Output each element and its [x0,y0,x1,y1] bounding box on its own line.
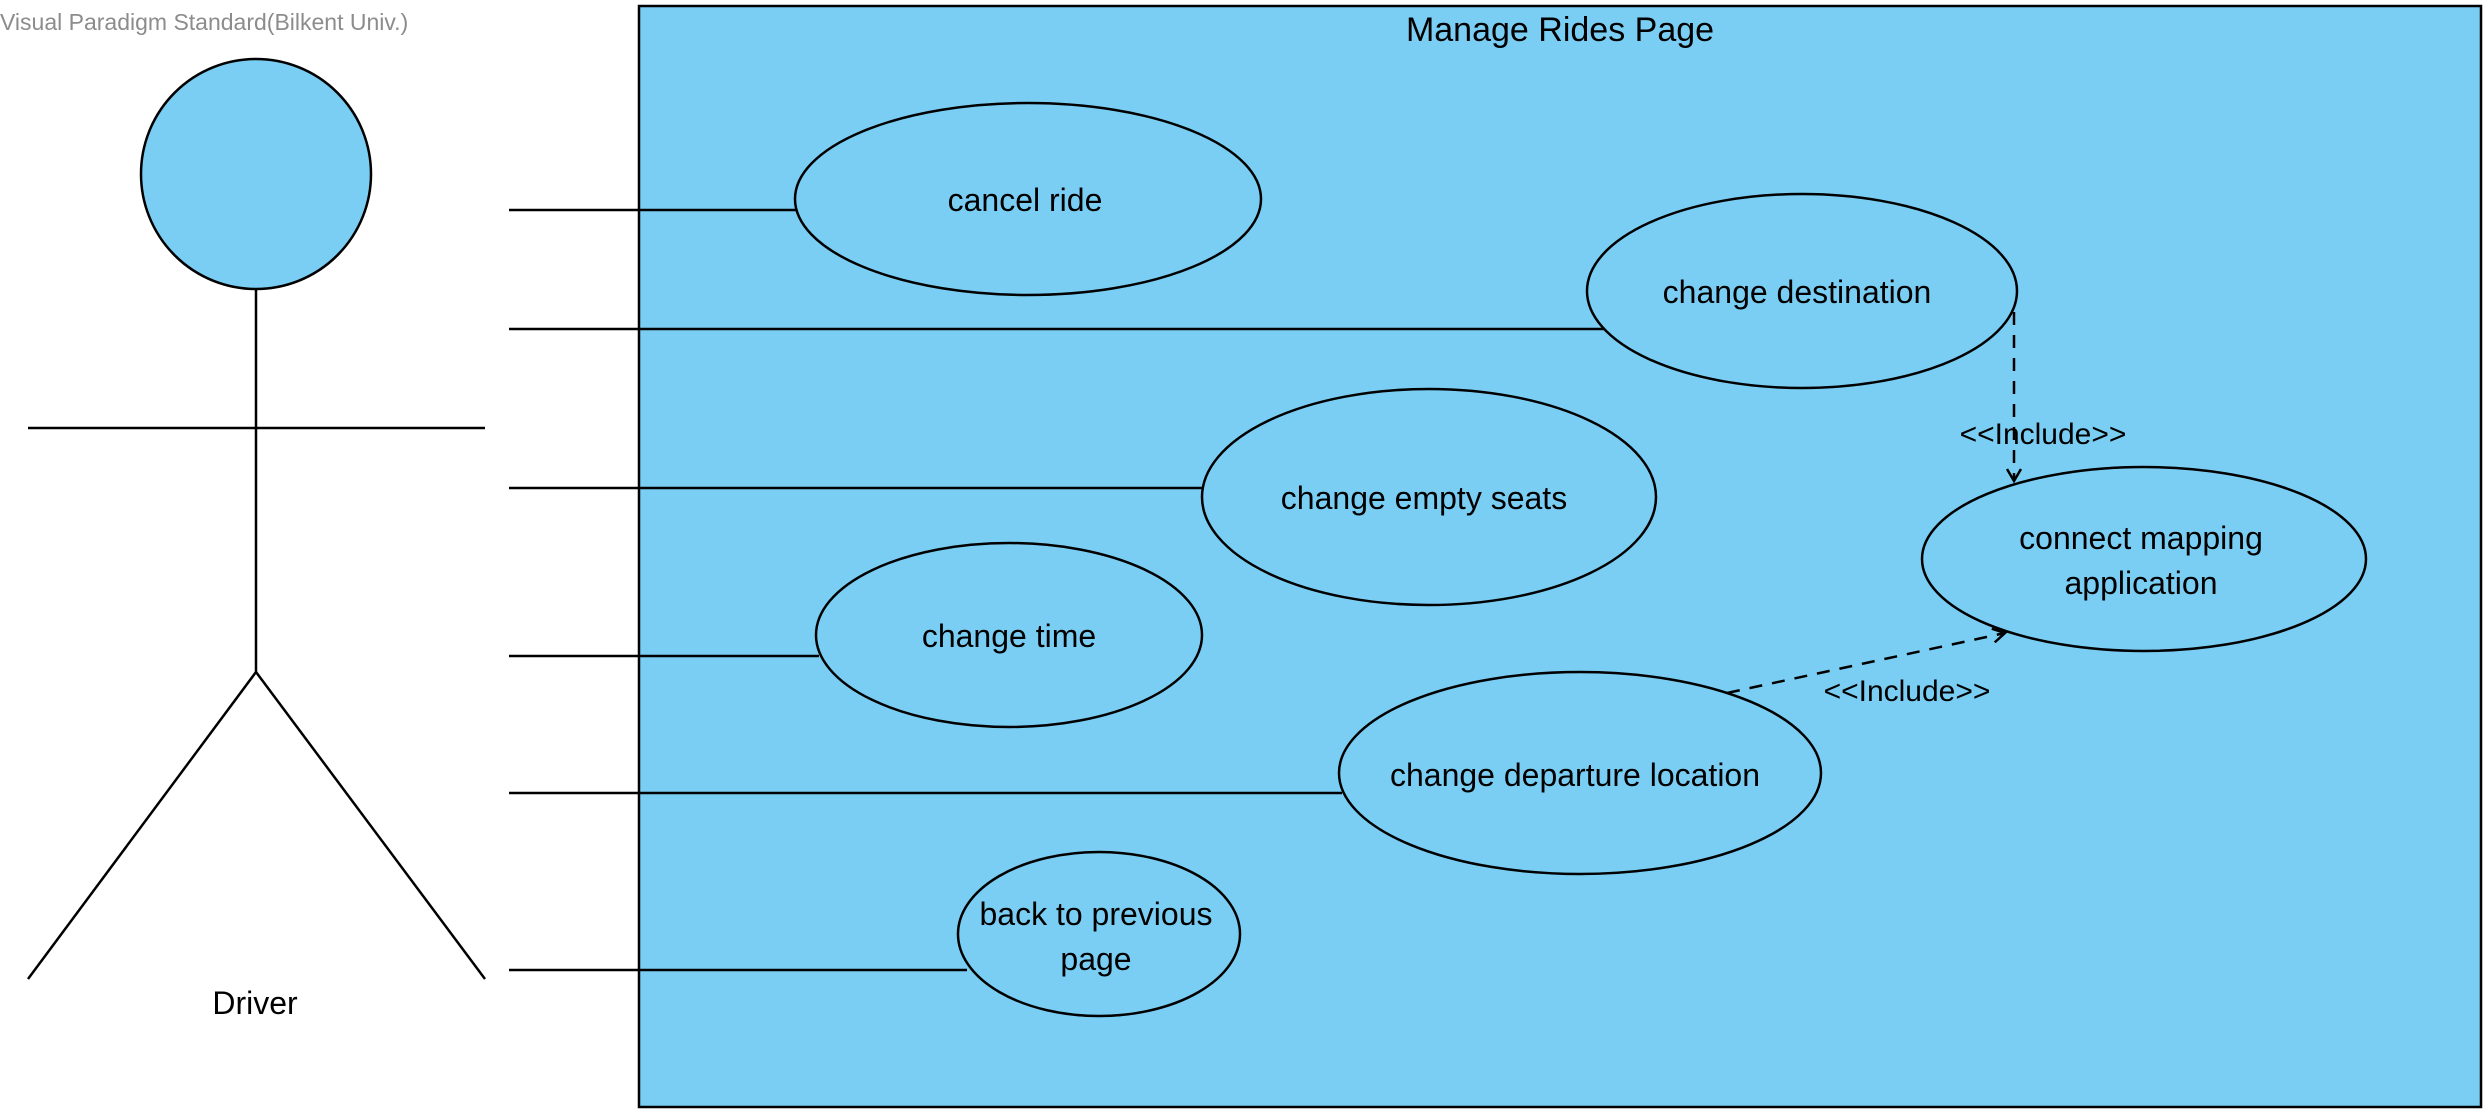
use-case-label-line-2: application [2065,565,2218,601]
include-relationship-departure[interactable] [1726,633,2005,695]
include-label-departure: <<Include>> [1824,675,1991,708]
use-case-change-departure-location[interactable]: change departure location [1337,670,1823,876]
actor-name: Driver [212,985,298,1021]
use-case-cancel-ride[interactable]: cancel ride [793,101,1263,297]
actor-head [139,57,373,291]
use-case-label: change destination [1663,274,1932,310]
include-label-destination: <<Include>> [1960,418,2127,451]
use-case-label-line-2: page [1060,941,1131,977]
use-case-change-time[interactable]: change time [814,541,1204,729]
use-case-label-line-1: back to previous [979,896,1212,932]
use-case-label: change departure location [1390,757,1760,793]
system-title: Manage Rides Page [1406,11,1714,49]
use-case-change-empty-seats[interactable]: change empty seats [1200,387,1658,607]
use-case-connect-mapping-application[interactable]: connect mapping application [1920,465,2368,653]
actor-right-leg [254,671,487,980]
use-case-label-line-1: connect mapping [2019,520,2263,556]
actor-left-leg [26,671,258,980]
use-case-label: cancel ride [948,182,1103,218]
actor-driver[interactable]: Driver [26,57,487,1021]
use-case-back-to-previous-page[interactable]: back to previous page [956,850,1242,1018]
use-case-label: change time [922,618,1096,654]
use-case-change-destination[interactable]: change destination [1585,192,2019,390]
watermark-text: Visual Paradigm Standard(Bilkent Univ.) [0,9,408,35]
use-case-label: change empty seats [1281,480,1567,516]
